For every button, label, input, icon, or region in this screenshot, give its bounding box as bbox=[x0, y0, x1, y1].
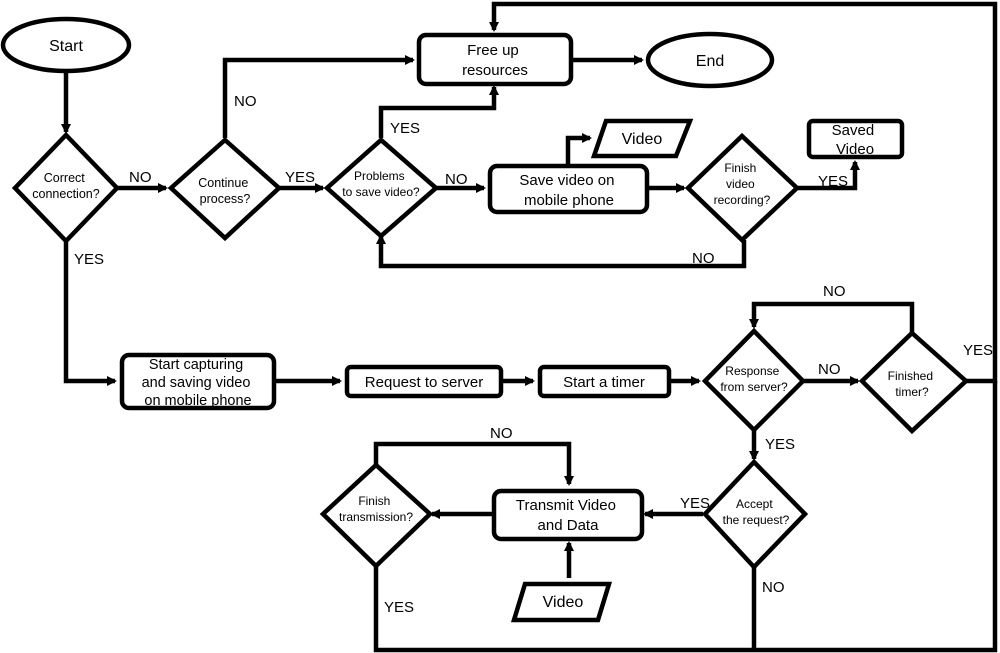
edge-finished-timer-no-loop bbox=[749, 301, 915, 333]
edge-save-video-to-video-output bbox=[565, 133, 592, 165]
node-transmit-line2: and Data bbox=[538, 517, 600, 534]
node-saved-video-line1: Saved bbox=[832, 122, 875, 139]
node-correct-connection-line2: connection? bbox=[32, 187, 99, 201]
svg-text:Finish transmission?: Finish transmission? bbox=[339, 494, 413, 524]
node-finish-recording-line2: video bbox=[726, 177, 755, 191]
label-continue-yes: YES bbox=[285, 169, 315, 186]
node-save-video-line1: Save video on bbox=[519, 172, 614, 189]
node-accept-line2: the request? bbox=[723, 513, 790, 527]
edge-finished-timer-yes-to-free-up bbox=[489, 1, 998, 384]
label-correct-no: NO bbox=[129, 169, 152, 186]
label-accept-no: NO bbox=[762, 579, 785, 596]
label-problems-no: NO bbox=[445, 171, 468, 188]
node-video-bottom-label: Video bbox=[543, 594, 584, 611]
node-finished-timer-line2: timer? bbox=[895, 385, 929, 399]
node-continue-process-line2: process? bbox=[200, 192, 251, 206]
svg-text:Start capturing and savi: Start capturing and saving video on mobi… bbox=[142, 357, 255, 409]
node-saved-video: Saved Video bbox=[806, 118, 905, 160]
node-start-capturing-line2: and saving video bbox=[142, 375, 251, 391]
edge-finish-transmission-yes-to-free-up bbox=[373, 381, 998, 653]
node-correct-connection-line1: Correct bbox=[44, 171, 86, 185]
label-transmission-yes: YES bbox=[384, 599, 414, 616]
svg-text:Accept the request?: Accept the request? bbox=[723, 497, 790, 527]
node-video-top-label: Video bbox=[622, 131, 663, 148]
label-continue-no: NO bbox=[234, 93, 257, 110]
svg-text:Correct connection?: Correct connection? bbox=[32, 171, 99, 201]
node-finish-transmission: Finish transmission? bbox=[319, 461, 434, 570]
node-end-label: End bbox=[696, 53, 724, 70]
node-response-from-server: Response from server? bbox=[701, 327, 807, 434]
svg-text:Finish video recor: Finish video recording? bbox=[714, 161, 771, 207]
node-start-capturing-line1: Start capturing bbox=[149, 357, 243, 373]
node-finished-timer: Finished timer? bbox=[858, 329, 970, 435]
node-transmit-video-data: Transmit Video and Data bbox=[491, 488, 645, 542]
node-problems-line1: Problems bbox=[354, 169, 405, 183]
label-timer-no: NO bbox=[823, 283, 846, 300]
node-start-timer-label: Start a timer bbox=[563, 374, 645, 391]
label-timer-yes: YES bbox=[963, 342, 993, 359]
svg-text:Saved Video: Saved Video bbox=[832, 122, 879, 158]
node-free-up-line2: resources bbox=[462, 62, 528, 79]
node-finished-timer-line1: Finished bbox=[888, 369, 933, 383]
node-continue-process-line1: Continue bbox=[198, 176, 248, 190]
node-request-to-server: Request to server bbox=[344, 364, 504, 399]
node-free-up-line1: Free up bbox=[467, 42, 519, 59]
edge-finish-transmission-no-loop bbox=[373, 441, 574, 486]
label-recording-yes: YES bbox=[818, 173, 848, 190]
node-finish-transmission-line1: Finish bbox=[358, 494, 390, 508]
label-transmission-no: NO bbox=[490, 425, 513, 442]
svg-text:Response from server?: Response from server? bbox=[720, 364, 788, 394]
connectors bbox=[61, 1, 998, 653]
node-problems-save-video: Problems to save video? bbox=[323, 137, 440, 239]
node-correct-connection: Correct connection? bbox=[11, 131, 121, 245]
node-finish-video-recording: Finish video recording? bbox=[684, 132, 801, 244]
label-problems-yes: YES bbox=[390, 120, 420, 137]
edge-labels: NO YES NO YES YES NO YES NO NO YES NO YE… bbox=[74, 93, 993, 616]
node-finish-recording-line1: Finish bbox=[724, 161, 756, 175]
node-start-capturing-line3: on mobile phone bbox=[144, 393, 251, 409]
svg-text:Finished timer?: Finished timer? bbox=[888, 369, 937, 399]
node-response-line2: from server? bbox=[720, 380, 788, 394]
node-finish-recording-line3: recording? bbox=[714, 193, 771, 207]
node-transmit-line1: Transmit Video bbox=[516, 497, 616, 514]
node-video-input-bottom: Video bbox=[510, 581, 613, 623]
node-accept-line1: Accept bbox=[736, 497, 773, 511]
node-save-video-line2: mobile phone bbox=[524, 192, 614, 209]
edge-problems-yes-to-free-up bbox=[378, 85, 499, 138]
svg-text:Problems to save video?: Problems to save video? bbox=[342, 169, 420, 199]
node-video-output-top: Video bbox=[590, 118, 694, 159]
node-continue-process: Continue process? bbox=[167, 136, 283, 242]
node-finish-transmission-line2: transmission? bbox=[339, 510, 413, 524]
edge-correct-yes-to-start-capturing bbox=[63, 242, 117, 386]
node-end: End bbox=[645, 31, 775, 89]
svg-text:Save video on mobile pho: Save video on mobile phone bbox=[519, 172, 618, 209]
node-free-up-resources: Free up resources bbox=[416, 32, 574, 87]
node-start: Start bbox=[0, 16, 132, 74]
node-accept-request: Accept the request? bbox=[701, 458, 809, 571]
edge-finish-recording-no-loop bbox=[376, 234, 747, 269]
node-saved-video-line2: Video bbox=[836, 141, 874, 158]
edge-finish-recording-yes-to-saved-video bbox=[797, 160, 860, 191]
label-correct-yes: YES bbox=[74, 251, 104, 268]
label-response-yes: YES bbox=[765, 436, 795, 453]
svg-text:Continue process?: Continue process? bbox=[198, 176, 252, 206]
node-start-capturing: Start capturing and saving video on mobi… bbox=[119, 352, 277, 411]
node-save-video-phone: Save video on mobile phone bbox=[487, 163, 650, 215]
svg-text:Transmit Video and Data: Transmit Video and Data bbox=[516, 497, 620, 534]
node-response-line1: Response bbox=[725, 364, 779, 378]
label-recording-no: NO bbox=[692, 250, 715, 267]
label-response-no: NO bbox=[818, 361, 841, 378]
node-request-label: Request to server bbox=[365, 374, 483, 391]
node-start-label: Start bbox=[49, 38, 83, 55]
label-accept-yes: YES bbox=[680, 495, 710, 512]
node-problems-line2: to save video? bbox=[342, 185, 420, 199]
node-start-timer: Start a timer bbox=[537, 364, 672, 399]
edge-continue-no-to-free-up bbox=[222, 55, 415, 138]
svg-text:Free up resources: Free up resources bbox=[462, 42, 528, 79]
